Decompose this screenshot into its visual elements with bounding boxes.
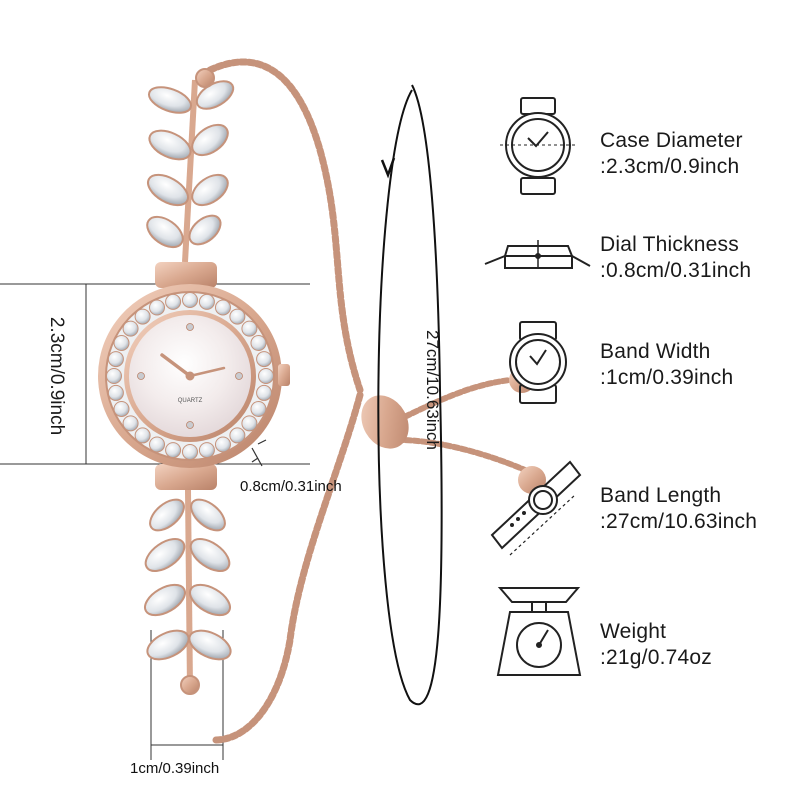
bezel-stone (258, 368, 274, 384)
bezel-stone (256, 351, 273, 368)
bezel-stone (165, 293, 182, 310)
bezel-stone (134, 427, 151, 444)
bezel-stone (214, 436, 231, 453)
thickness-marker (251, 439, 267, 467)
bottom-lug (155, 464, 217, 490)
spec-label: Case Diameter (600, 129, 743, 152)
scale-icon (496, 587, 582, 676)
leaf-band-bottom (144, 489, 232, 695)
bezel-stone (113, 335, 130, 352)
bezel-stone (229, 427, 246, 444)
case-diameter-guides (0, 283, 310, 465)
spec-value: :27cm/10.63inch (600, 510, 758, 533)
spec-value: :1cm/0.39inch (600, 366, 734, 389)
bezel-stone (107, 384, 124, 401)
spec-band-width: Band Width :1cm/0.39inch (600, 339, 733, 391)
band-width-dimension-label: 1cm/0.39inch (130, 760, 220, 777)
bezel-stone (106, 368, 122, 384)
bezel-stone (198, 442, 215, 459)
thickness-dimension-label: 0.8cm/0.31inch (240, 478, 342, 495)
band-length-dimension-label: 27cm/10.63inch (423, 329, 442, 451)
bezel-stone (182, 444, 198, 460)
spec-value: :2.3cm/0.9inch (600, 155, 740, 178)
spec-value: :21g/0.74oz (600, 646, 712, 669)
bezel-stone (122, 415, 139, 432)
bezel-stone (149, 299, 166, 316)
top-lug (155, 262, 217, 288)
bezel-stone (198, 293, 215, 310)
bezel-stone (250, 400, 267, 417)
watch-side-icon (484, 240, 591, 269)
spec-value: :0.8cm/0.31inch (600, 259, 752, 282)
watch-hands (160, 353, 226, 381)
case-diameter-dimension-label: 2.3cm/0.9inch (46, 316, 67, 436)
spec-label: Weight (600, 620, 667, 643)
spec-weight: Weight :21g/0.74oz (600, 619, 712, 671)
band-length-arrow (377, 84, 443, 706)
spec-dial-thickness: Dial Thickness :0.8cm/0.31inch (600, 232, 751, 284)
bezel-stone (134, 308, 151, 325)
bezel-stone (107, 351, 124, 368)
spec-case-diameter: Case Diameter :2.3cm/0.9inch (600, 128, 743, 180)
chain-beads (361, 367, 546, 494)
spec-band-length: Band Length :27cm/10.63inch (600, 483, 757, 535)
hour-markers (137, 323, 243, 429)
bezel-stone (256, 384, 273, 401)
spec-label: Band Length (600, 484, 722, 507)
watch-case: QUARTZ (98, 284, 290, 468)
bezel-stone (250, 335, 267, 352)
watch-crown (278, 364, 290, 386)
bezel-stone (241, 320, 258, 337)
leaf-band-top (146, 68, 235, 263)
watch-band-length-icon (490, 460, 582, 556)
bezel-stone (229, 308, 246, 325)
bezel-stone (214, 299, 231, 316)
dial-brand-text: QUARTZ (178, 398, 203, 404)
watch-band-width-icon (509, 321, 567, 404)
bezel-stone (165, 442, 182, 459)
bezel-stone (182, 292, 198, 308)
watch-face-icon (500, 97, 576, 195)
spec-label: Dial Thickness (600, 233, 739, 256)
bezel-stone (122, 320, 139, 337)
bezel-stone (149, 436, 166, 453)
bezel-stone (113, 400, 130, 417)
spec-label: Band Width (600, 340, 711, 363)
bezel-stone (241, 415, 258, 432)
bezel-stones (106, 292, 274, 460)
chain-band (206, 58, 528, 744)
